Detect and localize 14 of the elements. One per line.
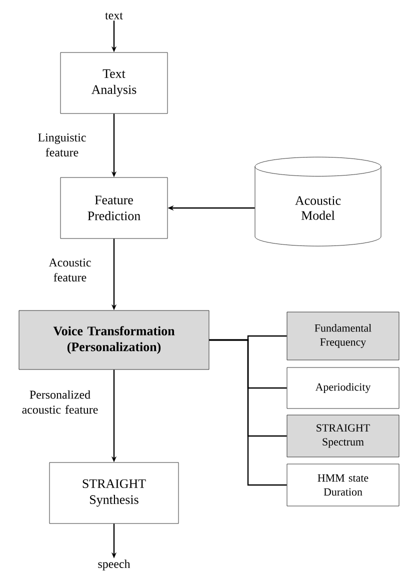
process-box: Text Analysis [60,52,168,114]
parameter-box: STRAIGHT Spectrum [286,414,400,458]
edge-label: Linguistic feature [38,134,86,156]
database-cylinder: Acoustic Model [254,156,382,246]
parameter-box: Aperiodicity [286,367,400,409]
edge-label: Personalized acoustic feature [22,390,98,414]
process-box: STRAIGHT Synthesis [49,462,179,524]
parameter-box: HMM state Duration [286,464,400,506]
process-box: Voice Transformation (Personalization) [18,310,210,370]
flow-label: speech [98,560,130,570]
parameter-box: Fundamental Frequency [286,312,400,360]
edge-label: Acoustic feature [48,258,91,282]
process-box: Feature Prediction [60,177,168,239]
flow-label: text [105,12,123,20]
